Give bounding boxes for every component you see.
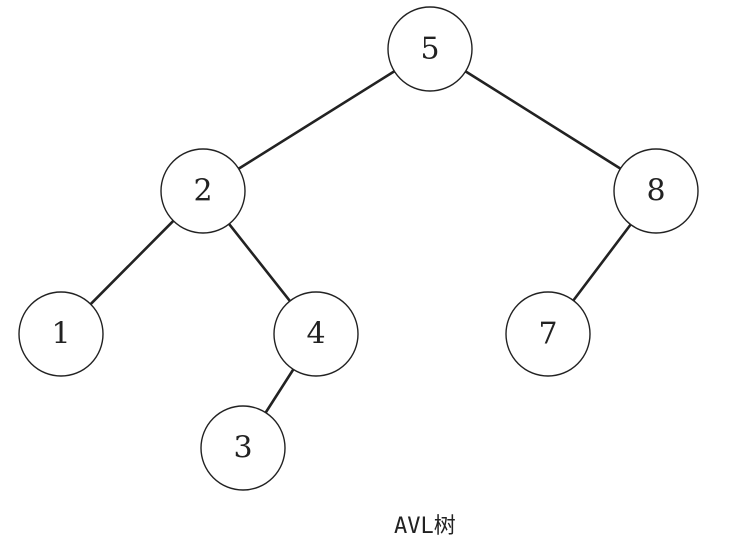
tree-node-4: 4 [273,291,359,377]
tree-node-label: 2 [193,174,212,209]
tree-node-label: 4 [306,317,325,352]
tree-node-circle [613,148,699,234]
tree-node-circle [387,6,473,92]
tree-node-7: 7 [505,291,591,377]
tree-node-circle [273,291,359,377]
tree-node-label: 5 [420,32,439,67]
tree-node-label: 7 [538,317,557,352]
diagram-caption: AVL树 [394,514,456,539]
tree-edge-4-3 [264,368,295,414]
tree-edge-5-2 [237,69,396,171]
tree-node-2: 2 [160,148,246,234]
tree-edge-2-1 [89,219,175,306]
tree-node-label: 1 [51,317,70,352]
tree-node-1: 1 [18,291,104,377]
tree-node-circle [505,291,591,377]
tree-edge-5-8 [464,70,622,170]
tree-node-circle [200,405,286,491]
tree-node-circle [160,148,246,234]
tree-node-label: 3 [233,431,252,466]
tree-node-3: 3 [200,405,286,491]
tree-node-circle [18,291,104,377]
tree-edge-8-7 [572,223,632,302]
tree-node-8: 8 [613,148,699,234]
tree-node-5: 5 [387,6,473,92]
tree-node-label: 8 [646,174,665,209]
tree-edge-2-4 [227,222,292,303]
tree-edges [89,69,632,414]
